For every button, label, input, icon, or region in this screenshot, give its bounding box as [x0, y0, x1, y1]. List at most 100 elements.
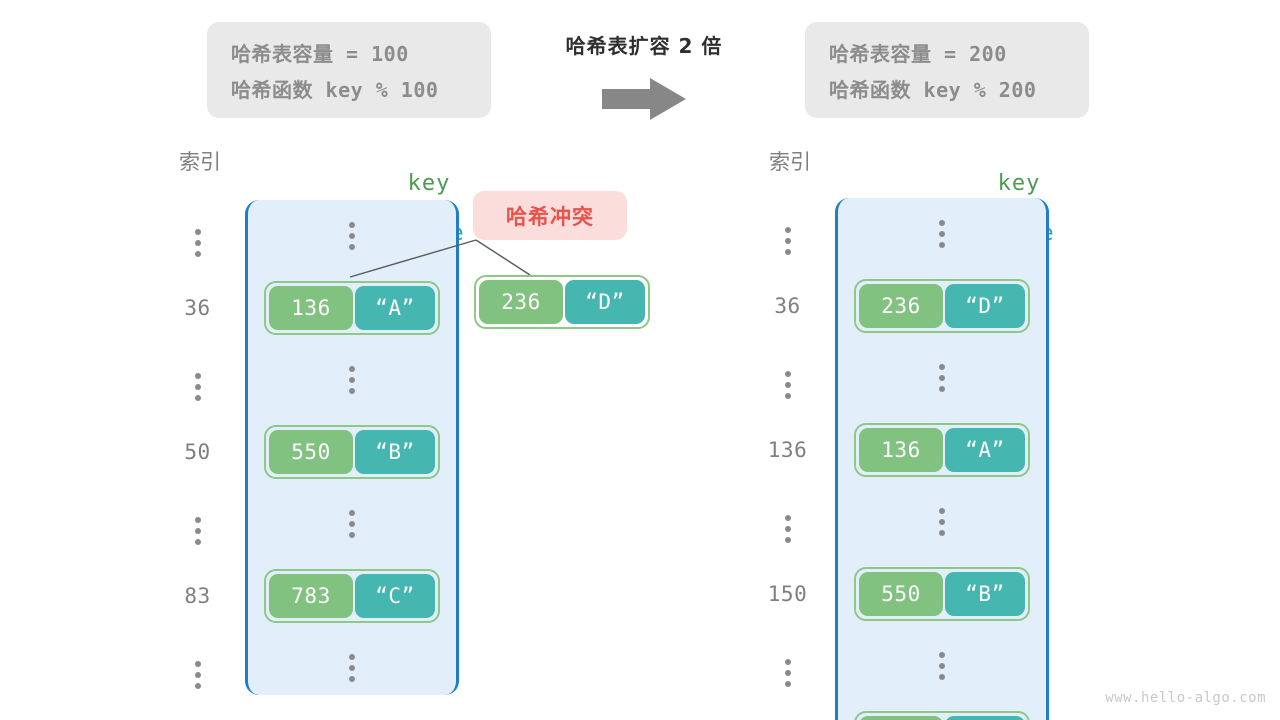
- key-value-pair: 236 “D”: [474, 275, 650, 329]
- entry-value: “A”: [945, 428, 1025, 472]
- entry-value: “B”: [945, 572, 1025, 616]
- index-vertical-dots-icon: [784, 370, 791, 399]
- colliding-entry: 236 “D”: [474, 275, 650, 329]
- index-ellipsis: [150, 648, 245, 689]
- entry-key: 136: [269, 286, 353, 330]
- key-value-pair: 136“A”: [854, 423, 1030, 477]
- bucket-vertical-dots-icon: [349, 654, 355, 682]
- watermark: www.hello-algo.com: [1105, 690, 1266, 706]
- capacity-line-after: 哈希表容量 = 200: [829, 42, 1007, 66]
- bucket-cell-zone: [835, 508, 1049, 536]
- bucket-vertical-dots-icon: [349, 510, 355, 538]
- bucket-vertical-dots-icon: [939, 652, 945, 680]
- bucket-vertical-dots-icon: [939, 220, 945, 248]
- key-value-pair: 550“B”: [854, 567, 1030, 621]
- entry-key: 550: [269, 430, 353, 474]
- bucket-row: 36 236“D”: [740, 270, 1080, 342]
- header-index-label: 索引: [179, 150, 221, 174]
- bucket-ellipsis-row: [740, 198, 1080, 270]
- entry-key: 783: [859, 716, 943, 720]
- bucket-ellipsis-row: [150, 488, 490, 560]
- hash-function-line-after: 哈希函数 key % 200: [829, 78, 1037, 102]
- bucket-cell-zone: 550“B”: [245, 425, 459, 479]
- bucket-ellipsis-row: [740, 486, 1080, 558]
- entry-key: 550: [859, 572, 943, 616]
- bucket-cell-zone: [835, 364, 1049, 392]
- index-ellipsis: [740, 502, 835, 543]
- hash-function-line-before: 哈希函数 key % 100: [231, 78, 439, 102]
- bucket-vertical-dots-icon: [939, 364, 945, 392]
- key-value-pair: 783“C”: [264, 569, 440, 623]
- index-vertical-dots-icon: [194, 516, 201, 545]
- bucket-ellipsis-row: [150, 200, 490, 272]
- expansion-title: 哈希表扩容 2 倍: [565, 34, 723, 58]
- index-label: 150: [767, 582, 808, 606]
- bucket-cell-zone: [245, 222, 459, 250]
- bucket-row: 183783“C”: [740, 702, 1080, 720]
- hash-table-after: 索引 key value 36236“D”136136“A”150550“B”1…: [740, 140, 1080, 720]
- index-label: 83: [184, 584, 211, 608]
- entry-key: 236: [479, 280, 563, 324]
- bucket-cell-zone: 236“D”: [835, 279, 1049, 333]
- index-ellipsis: [150, 504, 245, 545]
- index-label: 36: [184, 296, 211, 320]
- bucket-ellipsis-row: [740, 342, 1080, 414]
- bucket-ellipsis-row: [150, 632, 490, 704]
- bucket-vertical-dots-icon: [349, 366, 355, 394]
- bucket-ellipsis-row: [740, 630, 1080, 702]
- bucket-cell-zone: 783“C”: [835, 711, 1049, 720]
- index-label: 136: [767, 438, 808, 462]
- index-vertical-dots-icon: [194, 660, 201, 689]
- index-label: 36: [774, 294, 801, 318]
- entry-value: “D”: [565, 280, 645, 324]
- bucket-vertical-dots-icon: [349, 222, 355, 250]
- bucket-cell-zone: 550“B”: [835, 567, 1049, 621]
- column-header-after: 索引 key value: [740, 140, 1080, 246]
- key-value-pair: 136“A”: [264, 281, 440, 335]
- index-vertical-dots-icon: [194, 372, 201, 401]
- index-vertical-dots-icon: [784, 658, 791, 687]
- collision-badge: 哈希冲突: [473, 191, 627, 240]
- header-key-label: key: [407, 171, 451, 196]
- index-ellipsis: [150, 360, 245, 401]
- bucket-cell-zone: [245, 654, 459, 682]
- right-arrow-icon: [602, 78, 686, 120]
- bucket-row: 36 136“A”: [150, 272, 490, 344]
- index-ellipsis: [740, 358, 835, 399]
- entry-key: 236: [859, 284, 943, 328]
- entry-value: “D”: [945, 284, 1025, 328]
- entry-value: “C”: [945, 716, 1025, 720]
- key-value-pair: 783“C”: [854, 711, 1030, 720]
- column-header-before: 索引 key value: [150, 140, 490, 246]
- bucket-cell-zone: [835, 652, 1049, 680]
- bucket-row: 83 783“C”: [150, 560, 490, 632]
- hash-config-box-before: 哈希表容量 = 100 哈希函数 key % 100: [207, 22, 491, 118]
- index-ellipsis: [740, 214, 835, 255]
- key-value-pair: 236“D”: [854, 279, 1030, 333]
- bucket-cell-zone: [245, 366, 459, 394]
- bucket-row: 150 550“B”: [740, 558, 1080, 630]
- index-vertical-dots-icon: [784, 226, 791, 255]
- entry-value: “C”: [355, 574, 435, 618]
- key-value-pair: 550“B”: [264, 425, 440, 479]
- entry-key: 136: [859, 428, 943, 472]
- header-index-label: 索引: [769, 150, 811, 174]
- hash-config-box-after: 哈希表容量 = 200 哈希函数 key % 200: [805, 22, 1089, 118]
- bucket-cell-zone: 783“C”: [245, 569, 459, 623]
- bucket-cell-zone: [245, 510, 459, 538]
- bucket-vertical-dots-icon: [939, 508, 945, 536]
- entry-value: “B”: [355, 430, 435, 474]
- bucket-cell-zone: 136“A”: [245, 281, 459, 335]
- entry-value: “A”: [355, 286, 435, 330]
- bucket-cell-zone: 136“A”: [835, 423, 1049, 477]
- index-vertical-dots-icon: [194, 228, 201, 257]
- capacity-line-before: 哈希表容量 = 100: [231, 42, 409, 66]
- header-key-label: key: [997, 171, 1041, 196]
- index-ellipsis: [150, 216, 245, 257]
